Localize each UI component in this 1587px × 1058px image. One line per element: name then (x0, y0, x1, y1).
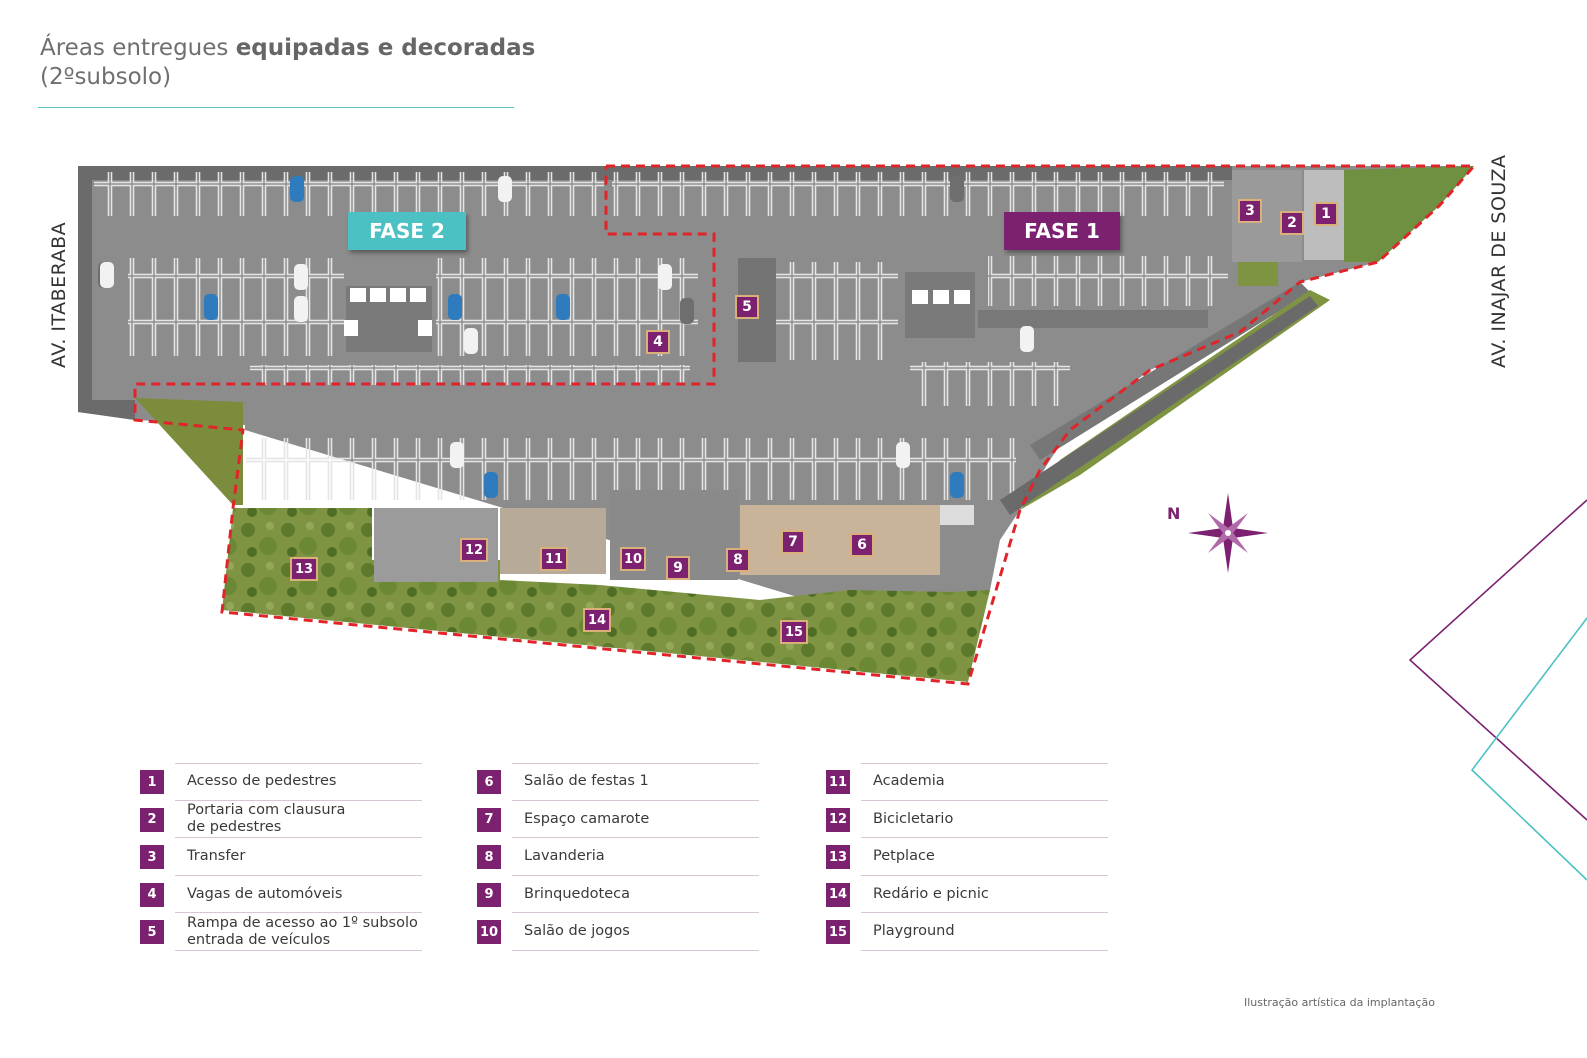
map-marker-12[interactable]: 12 (460, 538, 488, 562)
legend-label: Acesso de pedestres (187, 773, 337, 789)
legend-badge: 15 (826, 920, 850, 944)
legend-item: 11 Academia (826, 763, 1108, 801)
legend-label: Playground (873, 923, 955, 939)
legend-label: Lavanderia (524, 848, 605, 864)
map-marker-8[interactable]: 8 (726, 548, 750, 572)
legend-item: 5 Rampa de acesso ao 1º subsolo entrada d… (140, 913, 422, 951)
legend-label: Redário e picnic (873, 885, 989, 902)
legend-item: 2 Portaria com clausura de pedestres (140, 801, 422, 838)
phase-2-label: FASE 2 (348, 212, 466, 250)
legend-badge: 9 (477, 882, 501, 907)
legend-item: 6 Salão de festas 1 (477, 763, 759, 801)
legend-column-1: 1 Acesso de pedestres 2 Portaria com claus… (140, 763, 422, 951)
map-marker-9[interactable]: 9 (666, 556, 690, 580)
legend-column-2: 6 Salão de festas 1 7 Espaço camarote 8 Lav… (477, 763, 759, 951)
legend-item: 8 Lavanderia (477, 838, 759, 876)
legend-label: Salão de festas 1 (524, 773, 649, 789)
legend-badge: 2 (140, 807, 164, 832)
title-bold: equipadas e decoradas (235, 35, 536, 61)
title-subtitle: (2ºsubsolo) (40, 64, 172, 90)
legend-label: Salão de jogos (524, 923, 630, 939)
legend-badge: 3 (140, 845, 164, 869)
legend-column-3: 11 Academia 12 Bicicletario 13 Petplace 14 R… (826, 763, 1108, 951)
map-marker-4[interactable]: 4 (646, 330, 670, 354)
legend-item: 1 Acesso de pedestres (140, 763, 422, 801)
legend-badge: 7 (477, 807, 501, 832)
legend-item: 9 Brinquedoteca (477, 876, 759, 913)
legend-item: 14 Redário e picnic (826, 876, 1108, 913)
compass-rose (1188, 493, 1268, 573)
map-marker-13[interactable]: 13 (290, 557, 318, 581)
legend-badge: 13 (826, 845, 850, 869)
legend-label: Vagas de automóveis (187, 885, 343, 902)
legend-badge: 4 (140, 882, 164, 907)
legend-badge: 8 (477, 845, 501, 869)
decor-teal-lines (1470, 617, 1587, 881)
legend-badge: 14 (826, 882, 850, 907)
legend-label: Brinquedoteca (524, 885, 630, 902)
map-marker-11[interactable]: 11 (540, 547, 568, 571)
phase-1-label: FASE 1 (1004, 212, 1120, 250)
legend-label: Academia (873, 773, 945, 789)
map-marker-3[interactable]: 3 (1238, 199, 1262, 223)
legend-label: Petplace (873, 848, 935, 864)
legend-label: Espaço camarote (524, 810, 650, 827)
legend-item: 4 Vagas de automóveis (140, 876, 422, 913)
footnote: Ilustração artística da implantação (1244, 996, 1435, 1009)
map-marker-5[interactable]: 5 (735, 295, 759, 319)
legend-badge: 11 (826, 770, 850, 794)
map-marker-1[interactable]: 1 (1314, 202, 1338, 226)
map-marker-7[interactable]: 7 (781, 530, 805, 554)
legend-badge: 5 (140, 920, 164, 944)
title-divider (38, 107, 514, 108)
legend-item: 3 Transfer (140, 838, 422, 876)
legend-badge: 6 (477, 770, 501, 794)
page-title: Áreas entregues equipadas e decoradas (2… (40, 34, 535, 92)
map-marker-10[interactable]: 10 (620, 547, 646, 571)
map-marker-14[interactable]: 14 (583, 608, 611, 632)
legend-badge: 10 (477, 920, 501, 944)
legend-badge: 1 (140, 770, 164, 794)
legend-label: Portaria com clausura de pedestres (187, 802, 346, 835)
delivery-boundary (133, 164, 1478, 686)
legend-badge: 12 (826, 807, 850, 832)
legend-label: Transfer (187, 848, 246, 864)
map-marker-15[interactable]: 15 (780, 620, 808, 644)
legend-label: Bicicletario (873, 810, 954, 827)
legend-label: Rampa de acesso ao 1º subsolo entrada de… (187, 914, 418, 948)
legend-item: 13 Petplace (826, 838, 1108, 876)
legend-item: 12 Bicicletario (826, 801, 1108, 838)
legend-item: 10 Salão de jogos (477, 913, 759, 951)
legend-item: 7 Espaço camarote (477, 801, 759, 838)
cars (98, 176, 1034, 498)
compass-north-label: N (1167, 504, 1181, 523)
decor-purple-lines (1408, 499, 1587, 821)
title-regular: Áreas entregues (40, 35, 236, 61)
map-marker-6[interactable]: 6 (850, 533, 874, 557)
map-marker-2[interactable]: 2 (1280, 211, 1304, 235)
legend-item: 15 Playground (826, 913, 1108, 951)
